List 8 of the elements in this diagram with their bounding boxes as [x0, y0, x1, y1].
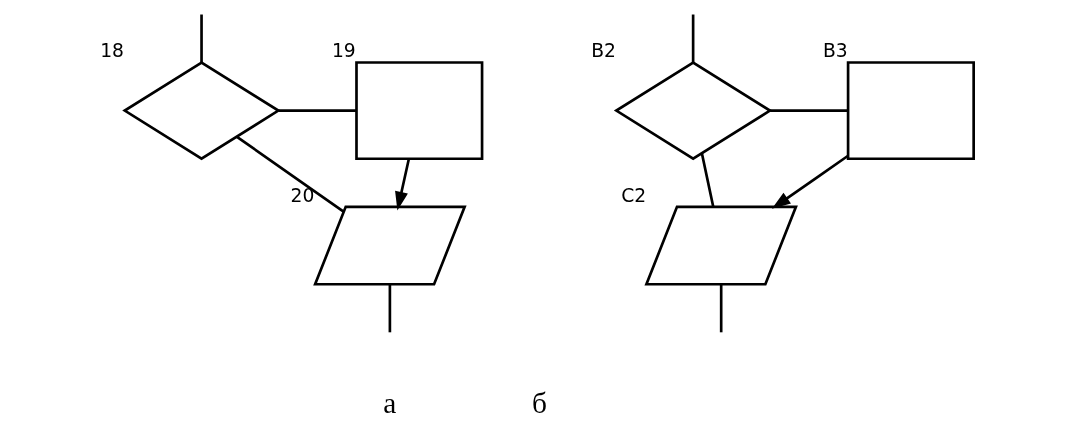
node-label: 19 [331, 40, 356, 62]
node-label: B2 [590, 40, 616, 62]
node-label: 20 [290, 184, 314, 206]
node-label: C2 [620, 184, 646, 206]
label: а [382, 386, 396, 419]
node-label: B3 [822, 40, 848, 62]
label: б [531, 386, 547, 419]
node-label: 18 [99, 40, 124, 62]
